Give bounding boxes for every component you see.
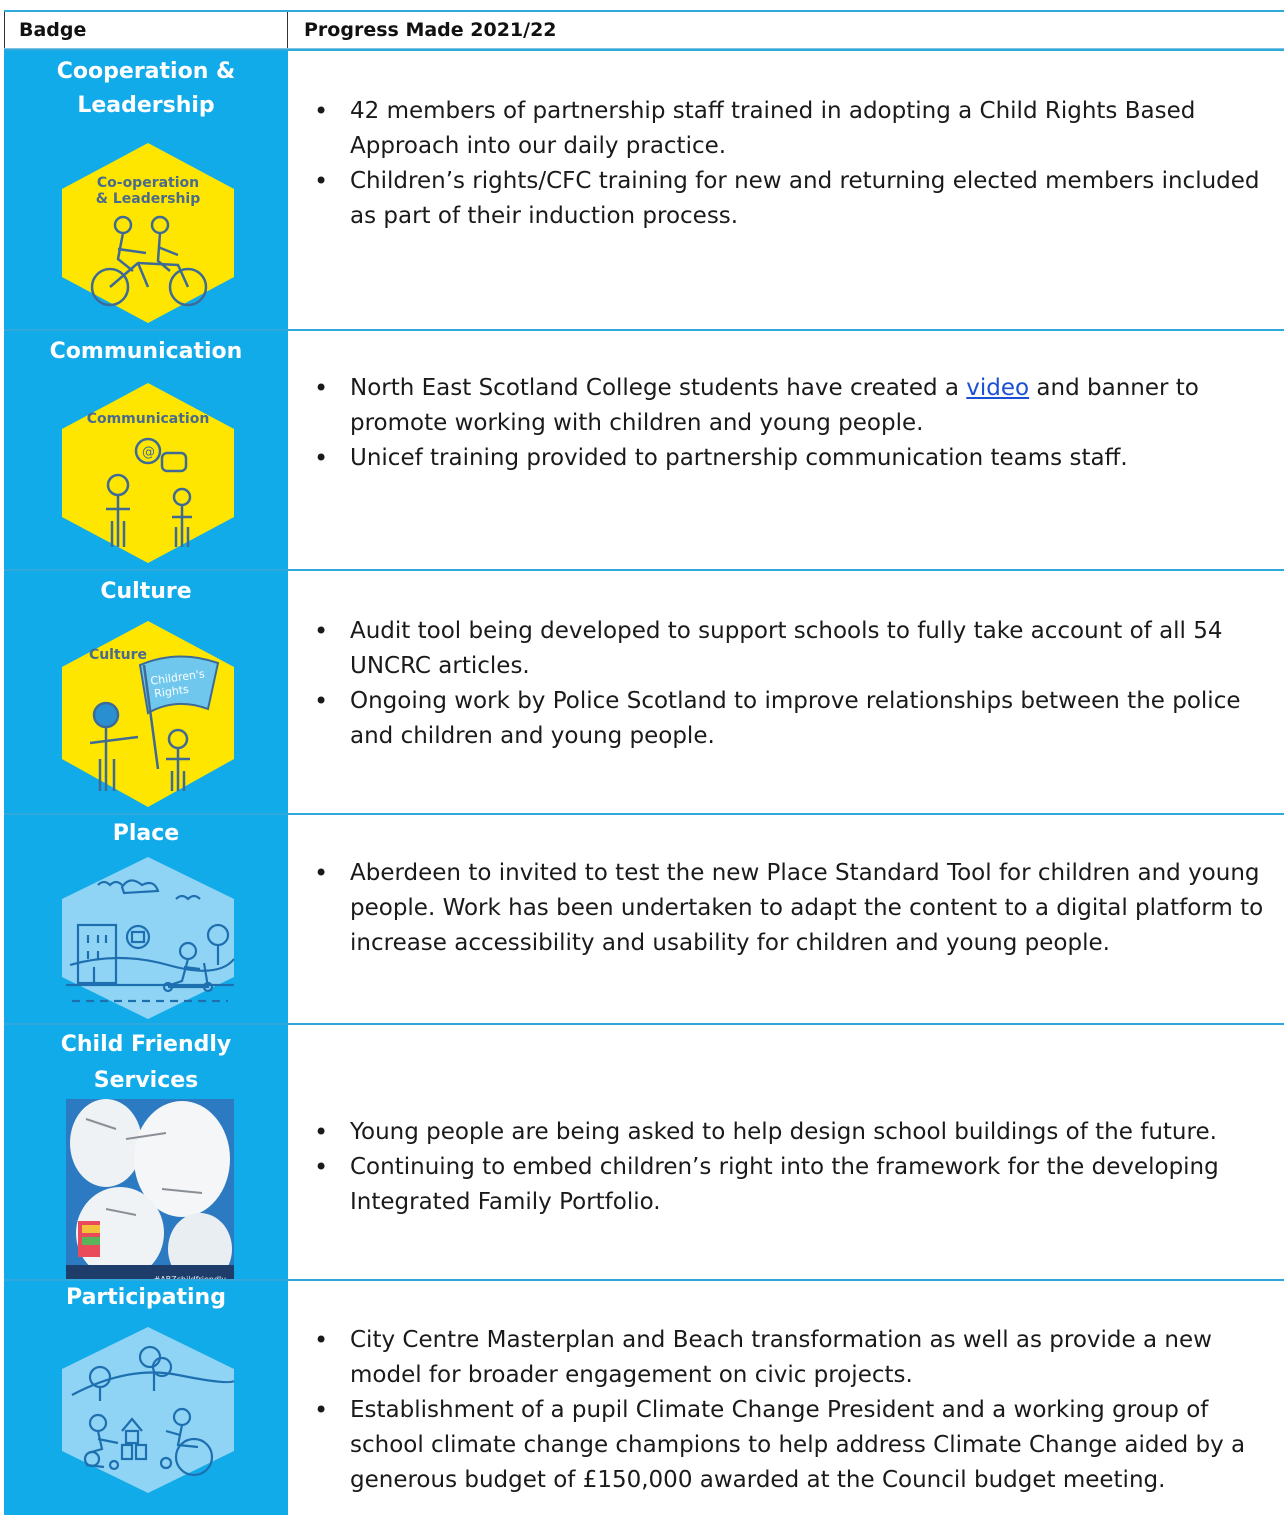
video-link[interactable]: video [966,375,1030,401]
badge-cell: Culture Culture Children's Rights [4,571,288,813]
header-progress-label: Progress Made 2021/22 [304,19,557,41]
place-badge-icon [62,857,235,1019]
communication-badge-icon: Communication @ [62,383,234,563]
progress-list: 42 members of partnership staff trained … [300,94,1274,234]
progress-cell: 42 members of partnership staff trained … [300,51,1284,329]
table-row-culture: Culture Culture Children's Rights Audit … [4,569,1284,813]
culture-badge-icon: Culture Children's Rights [62,621,234,807]
list-item: Children’s rights/CFC training for new a… [300,164,1274,234]
list-item: Establishment of a pupil Climate Change … [300,1393,1280,1498]
list-item: Young people are being asked to help des… [300,1115,1274,1150]
badge-title-line: Leadership [77,93,215,118]
progress-cell: City Centre Masterplan and Beach transfo… [300,1281,1284,1515]
photo-collage-icon: #ABZchildfriendly [66,1099,234,1287]
header-badge-cell: Badge [4,12,288,48]
header-badge-label: Badge [19,19,87,41]
progress-list: North East Scotland College students hav… [300,371,1274,476]
progress-cell: Audit tool being developed to support sc… [300,571,1284,813]
table-row-cooperation: Cooperation & Leadership Co-operation & … [4,49,1284,329]
badge-title-line: Culture [100,579,192,604]
progress-list: Young people are being asked to help des… [300,1115,1274,1220]
badge-cell: Place [4,815,288,1023]
badge-cell: Cooperation & Leadership Co-operation & … [4,51,288,329]
list-item: North East Scotland College students hav… [300,371,1274,441]
progress-cell: Young people are being asked to help des… [300,1025,1284,1279]
svg-text:Rights: Rights [153,683,189,701]
badge-title-line: Communication [49,339,243,364]
svg-text:@: @ [142,445,155,460]
list-item: 42 members of partnership staff trained … [300,94,1274,164]
participating-badge-icon [62,1327,235,1493]
badge-cell: Child Friendly Services #ABZchildfriendl… [4,1025,288,1287]
table-row-place: Place Aberdeen to invited to test the n [4,813,1284,1023]
progress-cell: North East Scotland College students hav… [300,331,1284,569]
badge-title: Communication [4,335,288,369]
svg-text:Culture: Culture [89,647,147,663]
badge-title: Child Friendly Services [4,1027,288,1099]
badge-title: Participating [4,1281,288,1315]
badge-title-line: Services [93,1068,199,1093]
list-item: Aberdeen to invited to test the new Plac… [300,856,1284,961]
progress-cell: Aberdeen to invited to test the new Plac… [300,815,1284,1023]
table-row-participating: Participating City Centre Masterplan an [4,1279,1284,1515]
badge-title-line: Place [112,821,180,846]
list-item: Audit tool being developed to support sc… [300,614,1280,684]
badge-title: Place [4,817,288,851]
badge-title-line: Child Friendly [60,1032,232,1057]
list-item: Unicef training provided to partnership … [300,441,1274,476]
badge-title: Culture [4,575,288,609]
progress-list: City Centre Masterplan and Beach transfo… [300,1323,1280,1498]
progress-list: Audit tool being developed to support sc… [300,614,1280,754]
list-item: Ongoing work by Police Scotland to impro… [300,684,1280,754]
item-text: and banner to promote working with child… [350,375,1199,436]
badge-cell: Participating [4,1281,288,1515]
svg-text:Co-operation: Co-operation [97,175,199,191]
table-header: Badge Progress Made 2021/22 [4,10,1284,49]
progress-table: Badge Progress Made 2021/22 Cooperation … [4,10,1284,1515]
badge-title-line: Participating [66,1285,226,1310]
badge-cell: Communication Communication @ [4,331,288,569]
progress-list: Aberdeen to invited to test the new Plac… [300,856,1284,961]
badge-title-line: Cooperation & [56,59,236,84]
table-row-communication: Communication Communication @ North East… [4,329,1284,569]
list-item: Continuing to embed children’s right int… [300,1150,1274,1220]
item-text: North East Scotland College students hav… [350,375,967,401]
cooperation-leadership-badge-icon: Co-operation & Leadership [62,143,234,323]
svg-text:& Leadership: & Leadership [96,191,201,207]
table-row-child-friendly: Child Friendly Services #ABZchildfriendl… [4,1023,1284,1287]
child-friendly-photo: #ABZchildfriendly [66,1099,234,1287]
badge-title: Cooperation & Leadership [4,55,288,123]
svg-text:Communication: Communication [87,411,210,427]
list-item: City Centre Masterplan and Beach transfo… [300,1323,1280,1393]
